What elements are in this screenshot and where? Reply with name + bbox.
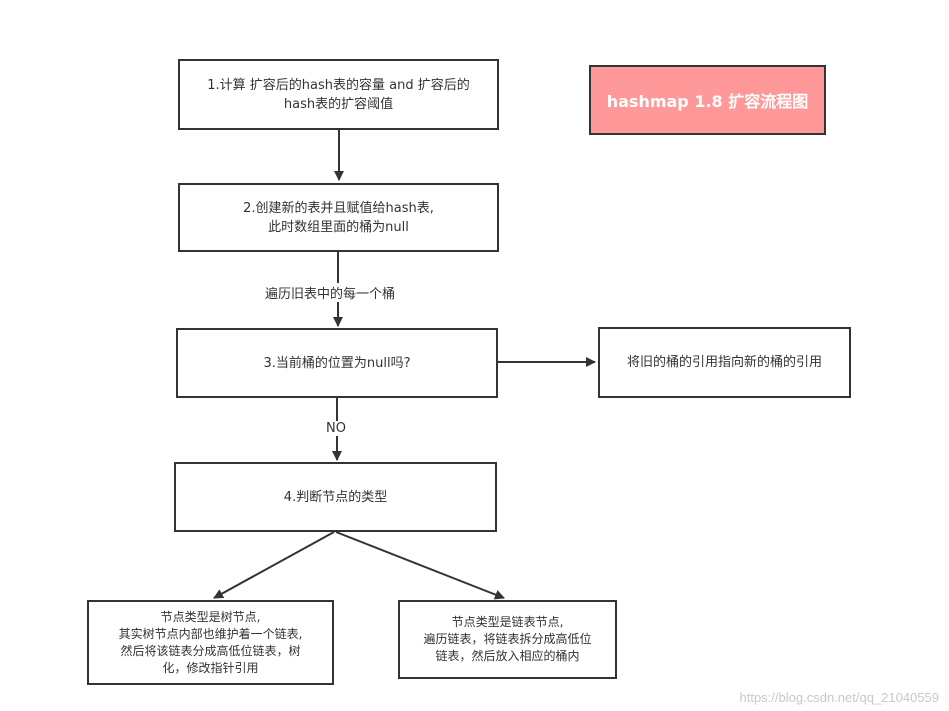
step4-text: 4.判断节点的类型	[283, 489, 388, 505]
no-edge-label: NO	[323, 421, 349, 436]
step4-box: 4.判断节点的类型	[174, 462, 497, 532]
loop-edge-label: 遍历旧表中的每一个桶	[262, 283, 399, 302]
tree-node-text: 节点类型是树节点, 其实树节点内部也维护着一个链表, 然后将该链表分成高低位链表…	[118, 609, 303, 675]
diagram-title-text: hashmap 1.8 扩容流程图	[606, 92, 809, 111]
arrow-step4-to-list	[335, 531, 505, 600]
diagram-title: hashmap 1.8 扩容流程图	[589, 65, 826, 135]
step2-text: 2.创建新的表并且赋值给hash表, 此时数组里面的桶为null	[243, 200, 434, 235]
list-node-text: 节点类型是链表节点, 遍历链表，将链表拆分成高低位 链表，然后放入相应的桶内	[423, 615, 592, 663]
watermark: https://blog.csdn.net/qq_21040559	[739, 690, 940, 705]
list-node-box: 节点类型是链表节点, 遍历链表，将链表拆分成高低位 链表，然后放入相应的桶内	[398, 600, 617, 679]
step1-box: 1.计算 扩容后的hash表的容量 and 扩容后的 hash表的扩容阈值	[178, 59, 499, 130]
step3-yes-box: 将旧的桶的引用指向新的桶的引用	[598, 327, 851, 398]
arrow-step4-to-tree	[213, 531, 335, 599]
step3-box: 3.当前桶的位置为null吗?	[176, 328, 498, 398]
step3-yes-text: 将旧的桶的引用指向新的桶的引用	[626, 355, 822, 370]
step2-box: 2.创建新的表并且赋值给hash表, 此时数组里面的桶为null	[178, 183, 499, 252]
step1-text: 1.计算 扩容后的hash表的容量 and 扩容后的 hash表的扩容阈值	[207, 77, 470, 112]
tree-node-box: 节点类型是树节点, 其实树节点内部也维护着一个链表, 然后将该链表分成高低位链表…	[87, 600, 334, 685]
step3-text: 3.当前桶的位置为null吗?	[263, 355, 411, 371]
